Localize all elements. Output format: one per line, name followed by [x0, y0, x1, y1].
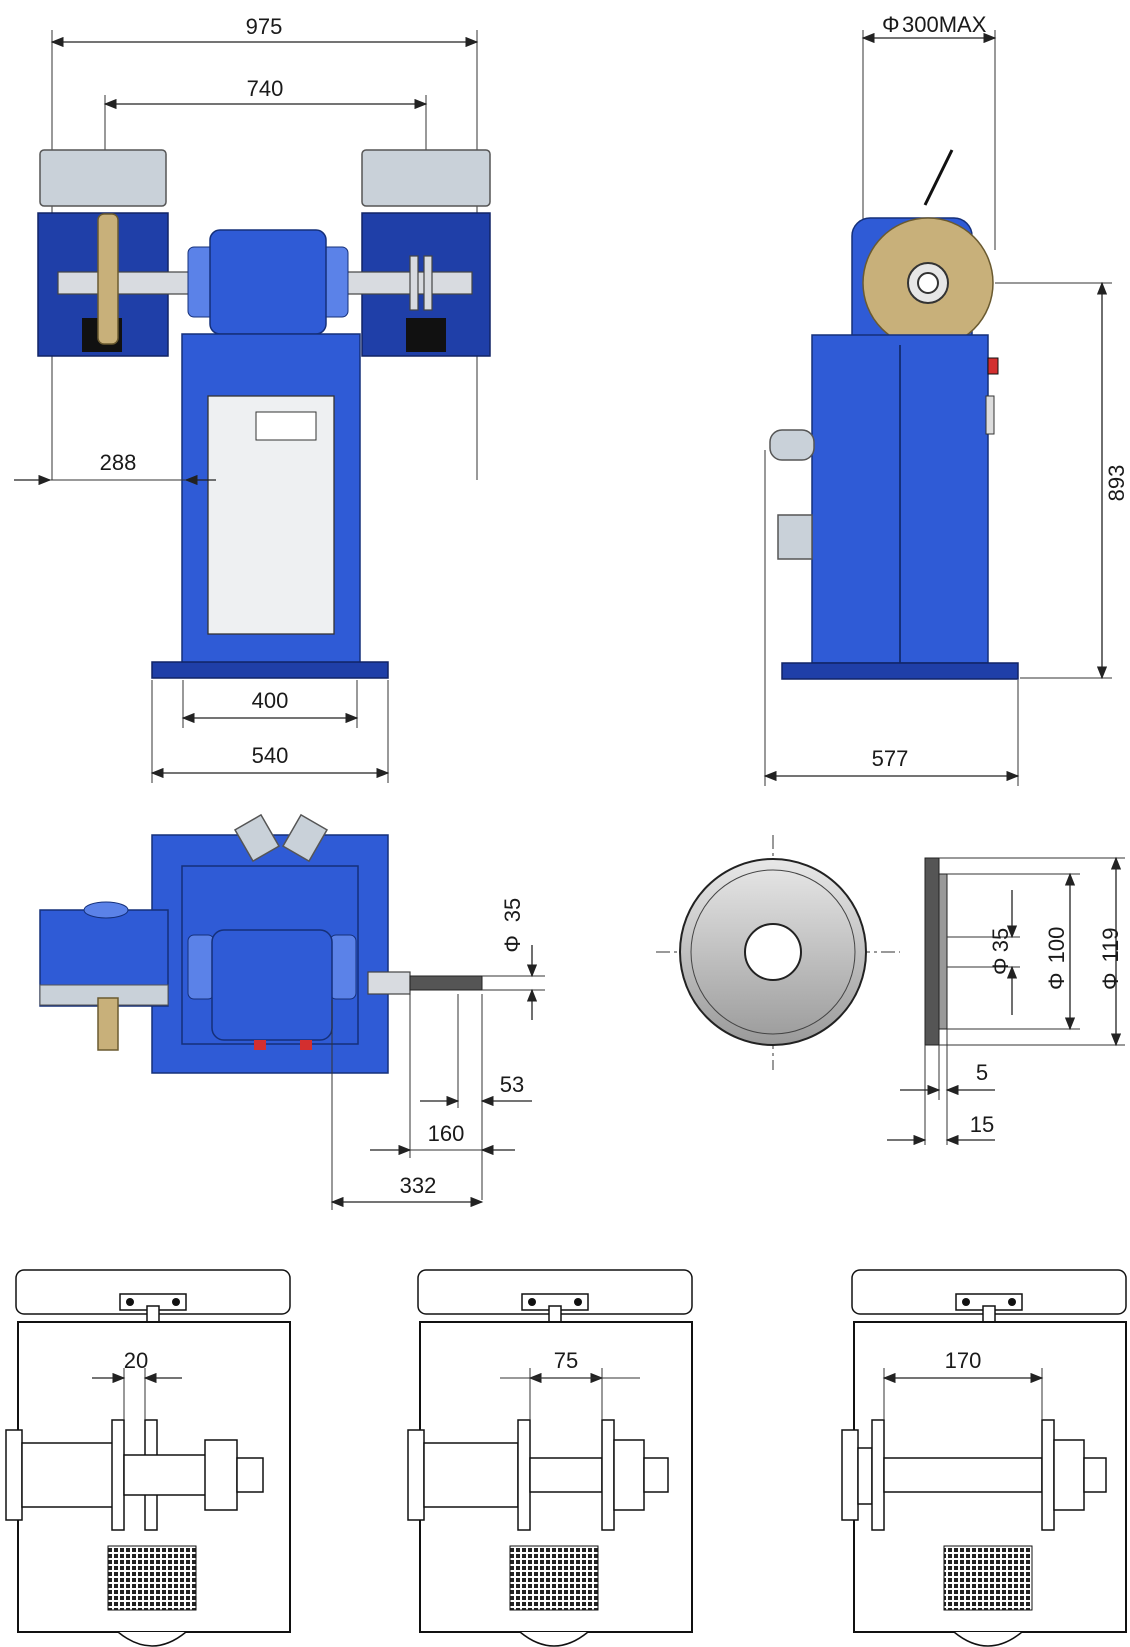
eye-shield-right — [361, 149, 491, 207]
top-shaft-collar — [367, 971, 411, 995]
top-view: Φ 35 53 160 332 — [39, 813, 545, 1210]
guard-config-2: 75 — [407, 1269, 693, 1647]
wd-dia-35-symbol: Φ — [988, 957, 1013, 975]
dim-config-3: 170 — [945, 1348, 982, 1373]
dim-base-inner: 400 — [252, 688, 289, 713]
dim-overall-width: 975 — [246, 14, 283, 39]
dim-thin: 5 — [976, 1060, 988, 1085]
wheel-detail: Φ 35 Φ 100 Φ 119 5 15 — [656, 835, 1125, 1146]
mesh-grill-3 — [943, 1545, 1033, 1611]
dim-side-offset: 288 — [100, 450, 137, 475]
top-shaft — [409, 975, 483, 991]
disc-profile — [924, 857, 940, 1046]
guard-config-1: 20 — [5, 1269, 291, 1647]
dim-height: 893 — [1104, 465, 1129, 502]
dim-outer: 119 — [1098, 927, 1123, 962]
dust-outlet-right — [406, 318, 446, 352]
base-plate — [151, 661, 389, 679]
disc-bore — [744, 923, 802, 981]
mesh-grill-2 — [509, 1545, 599, 1611]
dim-shaft-tip: 53 — [500, 1072, 524, 1097]
guard-config-3: 170 — [841, 1269, 1127, 1647]
dim-config-2: 75 — [554, 1348, 578, 1373]
dim-wheel-max: 300MAX — [902, 12, 987, 37]
front-view: 975 740 — [14, 14, 491, 783]
top-dia-symbol: Φ — [500, 935, 525, 953]
dim-thick: 15 — [970, 1112, 994, 1137]
polishing-wheel-left — [97, 213, 119, 345]
dust-pipe — [769, 429, 815, 461]
dim-shaft-length: 160 — [428, 1121, 465, 1146]
dust-bag-connector — [777, 514, 813, 560]
top-motor — [211, 929, 333, 1041]
diameter-symbol: Φ — [882, 12, 900, 37]
motor-housing — [209, 229, 327, 335]
dim-bore: 35 — [988, 928, 1013, 952]
side-base-plate — [781, 662, 1019, 680]
mesh-grill-1 — [107, 1545, 197, 1611]
wd-dia-100-symbol: Φ — [1044, 972, 1069, 990]
side-view: Φ 300MAX 893 577 — [763, 12, 1129, 786]
dim-shaft-reach: 332 — [400, 1173, 437, 1198]
dim-flange: 100 — [1044, 927, 1069, 964]
dim-base-outer: 540 — [252, 743, 289, 768]
dim-shaft-dia: 35 — [500, 898, 525, 922]
dim-depth: 577 — [872, 746, 909, 771]
dim-spindle-centres: 740 — [247, 76, 284, 101]
wd-dia-119-symbol: Φ — [1098, 972, 1123, 990]
eye-shield-left — [39, 149, 167, 207]
dim-config-1: 20 — [124, 1348, 148, 1373]
